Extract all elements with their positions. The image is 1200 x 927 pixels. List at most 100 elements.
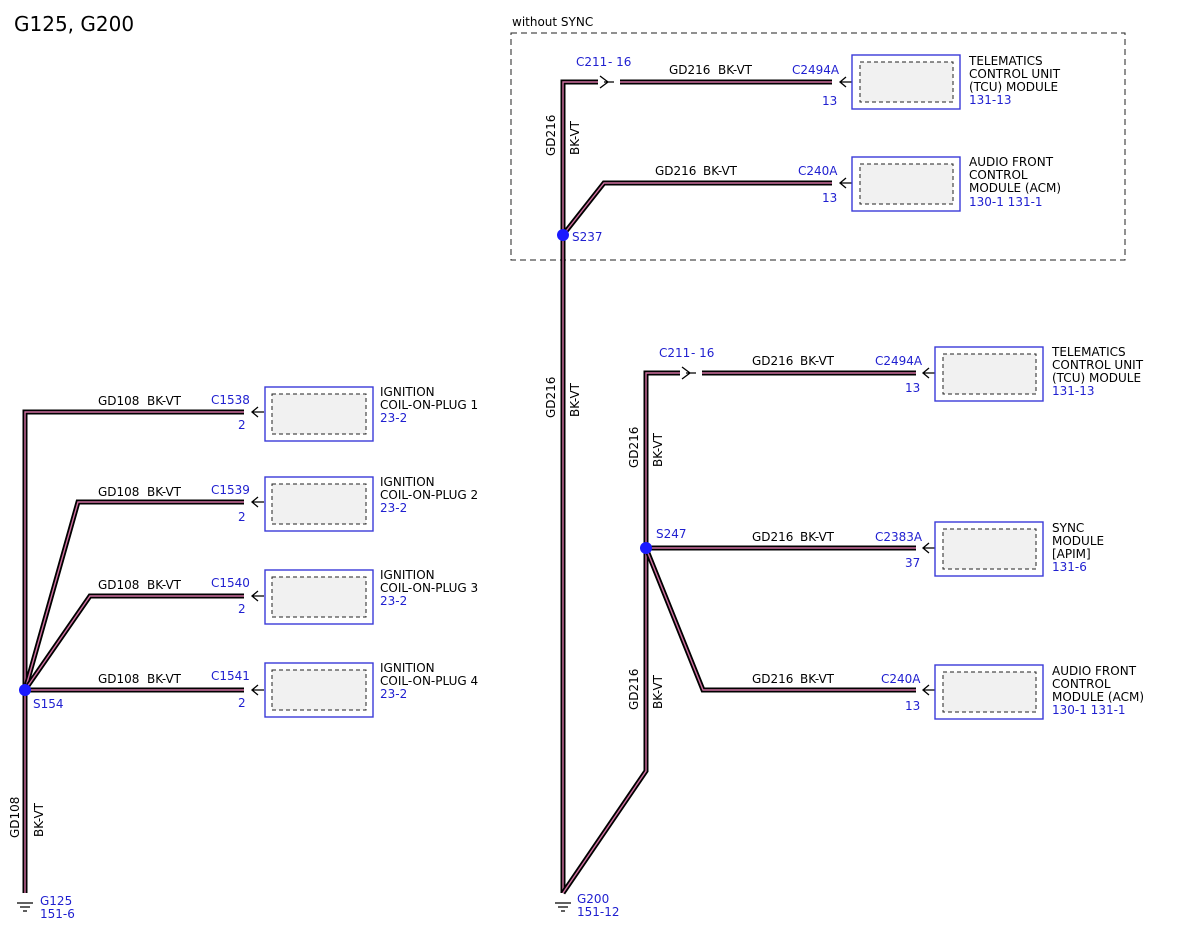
inline-connector-pin: - 16 [608, 55, 631, 69]
wire-color-label: BK-VT [147, 394, 182, 408]
connector-arrow-icon [250, 684, 264, 696]
wire-color-label: BK-VT [568, 120, 582, 155]
circuit-label: GD216 [752, 672, 793, 686]
pin-number: 2 [238, 510, 246, 524]
connector-id: C1539 [211, 483, 250, 497]
component-name: TELEMATICS [1051, 345, 1126, 359]
circuit-label: GD216 [669, 63, 710, 77]
component-name: IGNITION [380, 568, 435, 582]
circuit-label: GD108 [98, 394, 139, 408]
pin-number: 13 [905, 699, 920, 713]
component-name: COIL-ON-PLUG 3 [380, 581, 478, 595]
splice-s237 [557, 229, 569, 241]
component-coil-2: C1539 2 IGNITION COIL-ON-PLUG 2 23-2 [211, 475, 478, 532]
component-ref: 23-2 [380, 687, 407, 701]
circuit-label: GD216 [627, 427, 641, 468]
component-coil-3: C1540 2 IGNITION COIL-ON-PLUG 3 23-2 [211, 568, 478, 625]
component-coil-1: C1538 2 IGNITION COIL-ON-PLUG 1 23-2 [211, 385, 478, 442]
component-sync-module: C2383A 37 SYNC MODULE [APIM] 131-6 [875, 521, 1104, 577]
component-name: IGNITION [380, 661, 435, 675]
wire-color-label: BK-VT [32, 802, 46, 837]
wire-color-label: BK-VT [800, 672, 835, 686]
wire-color-label: BK-VT [147, 578, 182, 592]
ground-icon [555, 902, 571, 912]
inline-connector-id: C211 [576, 55, 607, 69]
splice-label: S237 [572, 230, 603, 244]
circuit-label: GD216 [752, 530, 793, 544]
component-ref: 23-2 [380, 411, 407, 425]
circuit-label: GD216 [544, 377, 558, 418]
component-name: TELEMATICS [968, 54, 1043, 68]
component-name: CONTROL UNIT [969, 67, 1061, 81]
connector-id: C240A [881, 672, 921, 686]
component-name: MODULE (ACM) [1052, 690, 1144, 704]
pin-number: 13 [905, 381, 920, 395]
connector-id: C2383A [875, 530, 923, 544]
component-ref: 23-2 [380, 594, 407, 608]
ground-g125: G125 151-6 [17, 894, 75, 921]
component-name: COIL-ON-PLUG 4 [380, 674, 478, 688]
connector-arrow-icon [250, 590, 264, 602]
circuit-label: GD216 [752, 354, 793, 368]
splice-label: S154 [33, 697, 64, 711]
wire-color-label: BK-VT [568, 382, 582, 417]
circuit-label: GD216 [627, 669, 641, 710]
circuit-label: GD216 [544, 115, 558, 156]
inline-connector-pin: - 16 [691, 346, 714, 360]
inline-connector-icon [681, 366, 696, 380]
ground-ref: 151-6 [40, 907, 75, 921]
circuit-label: GD216 [655, 164, 696, 178]
wire-color-label: BK-VT [800, 354, 835, 368]
inline-connector-icon [599, 75, 614, 89]
ground-g200: G200 151-12 [555, 892, 620, 919]
component-ref: 131-13 [1052, 384, 1095, 398]
component-ref: 23-2 [380, 501, 407, 515]
ground-ref: 151-12 [577, 905, 620, 919]
component-name: AUDIO FRONT [969, 155, 1054, 169]
splice-label: S247 [656, 527, 687, 541]
component-name: COIL-ON-PLUG 1 [380, 398, 478, 412]
connector-id: C1538 [211, 393, 250, 407]
wire-color-label: BK-VT [147, 485, 182, 499]
component-name: (TCU) MODULE [1052, 371, 1141, 385]
component-ref: 130-1 131-1 [969, 195, 1043, 209]
page-title: G125, G200 [14, 12, 134, 36]
wire-gd216-trunk [560, 79, 598, 893]
connector-arrow-icon [921, 542, 935, 554]
component-name: [APIM] [1052, 547, 1091, 561]
pin-number: 13 [822, 191, 837, 205]
connector-arrow-icon [921, 684, 935, 696]
connector-id: C240A [798, 164, 838, 178]
wire-color-label: BK-VT [703, 164, 738, 178]
component-name: CONTROL [1052, 677, 1111, 691]
wire-labels-horizontal: GD108 BK-VT GD108 BK-VT GD108 BK-VT GD10… [98, 63, 835, 686]
circuit-label: GD108 [98, 485, 139, 499]
component-tcu-without-sync: C2494A 13 TELEMATICS CONTROL UNIT (TCU) … [792, 54, 1061, 110]
splice-s154 [19, 684, 31, 696]
without-sync-label: without SYNC [512, 15, 593, 29]
component-ref: 131-6 [1052, 560, 1087, 574]
ground-id: G200 [577, 892, 609, 906]
wire-labels: GD108 BK-VT GD216 BK-VT GD216 BK-VT GD21… [8, 115, 665, 838]
component-name: MODULE (ACM) [969, 181, 1061, 195]
wire-color-label: BK-VT [718, 63, 753, 77]
wire-gd216-acm-a [561, 180, 832, 237]
connector-arrow-icon [250, 406, 264, 418]
component-tcu: C2494A 13 TELEMATICS CONTROL UNIT (TCU) … [875, 345, 1144, 402]
wire-gd216-acm-b [643, 547, 916, 693]
pin-number: 13 [822, 94, 837, 108]
circuit-label: GD108 [8, 797, 22, 838]
component-acm-without-sync: C240A 13 AUDIO FRONT CONTROL MODULE (ACM… [798, 155, 1061, 212]
ground-id: G125 [40, 894, 72, 908]
pin-number: 2 [238, 418, 246, 432]
connector-arrow-icon [838, 76, 852, 88]
component-name: SYNC [1052, 521, 1084, 535]
wire-color-label: BK-VT [651, 674, 665, 709]
component-name: IGNITION [380, 475, 435, 489]
connector-id: C2494A [875, 354, 923, 368]
splice-s247 [640, 542, 652, 554]
wire-color-label: BK-VT [651, 432, 665, 467]
component-ref: 130-1 131-1 [1052, 703, 1126, 717]
connector-id: C1540 [211, 576, 250, 590]
